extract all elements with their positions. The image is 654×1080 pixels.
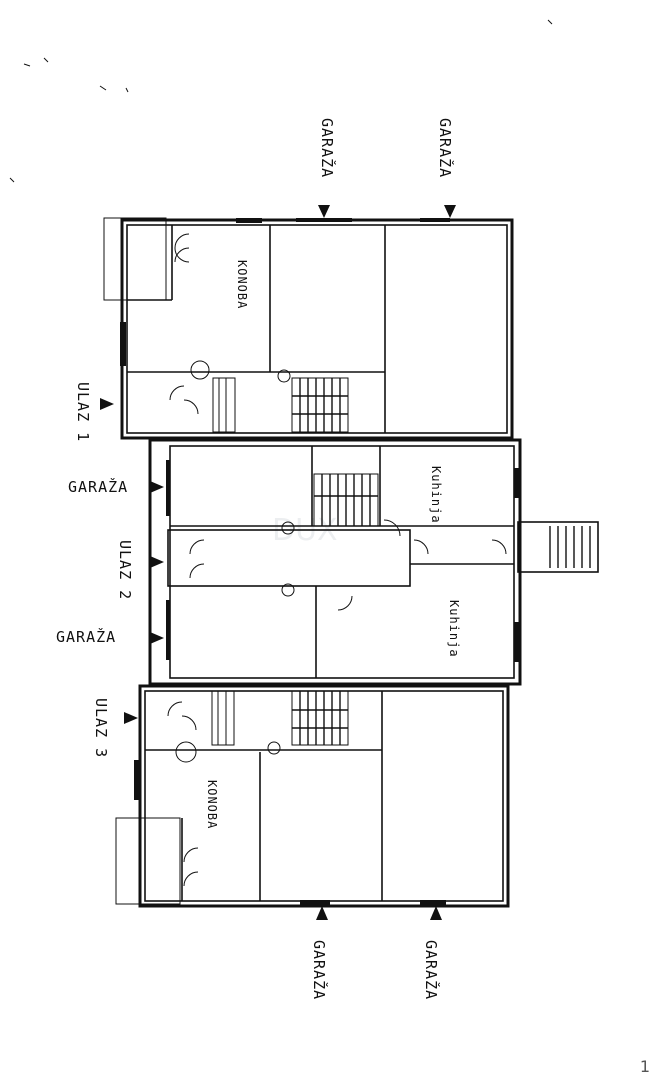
label-garaza-bottom-2: GARAŽA [422,940,441,1000]
stray-marks [9,19,553,183]
stairs-3 [292,691,348,745]
entry-arrow-icon [430,906,442,920]
entry-arrow-icon [150,632,164,644]
label-ulaz-2: ULAZ 2 [116,540,134,600]
label-ulaz-3: ULAZ 3 [92,698,110,758]
entry-arrow-icon [316,906,328,920]
label-garaza-left-2: GARAŽA [56,627,116,646]
stairs-external [549,526,591,568]
outer-labels: GARAŽA GARAŽA ULAZ 1 GARAŽA ULAZ 2 GARAŽ… [56,118,455,1000]
label-garaza-top-2: GARAŽA [436,118,455,178]
entry-arrow-icon [100,398,114,410]
page-number: 1 [639,1057,650,1076]
room-konoba-2: KONOBA [205,780,219,829]
unit-1: KONOBA [100,205,514,440]
label-garaza-top-1: GARAŽA [318,118,337,178]
stairs-2 [314,474,378,526]
room-kuhinja-1: Kuhinja [429,466,443,524]
unit-3: KONOBA [115,684,510,920]
entry-arrow-icon [318,205,330,218]
label-ulaz-1: ULAZ 1 [74,382,92,442]
entry-arrow-icon [444,205,456,218]
room-konoba-1: KONOBA [235,260,249,309]
label-garaza-left-1: GARAŽA [68,477,128,496]
entry-arrow-icon [124,712,138,724]
unit-2: Kuhinja Kuhinja [148,438,599,686]
room-kuhinja-2: Kuhinja [447,600,461,658]
stairs-1 [292,378,348,432]
entry-arrow-icon [150,481,164,493]
entry-arrow-icon [150,556,164,568]
label-garaza-bottom-1: GARAŽA [310,940,329,1000]
